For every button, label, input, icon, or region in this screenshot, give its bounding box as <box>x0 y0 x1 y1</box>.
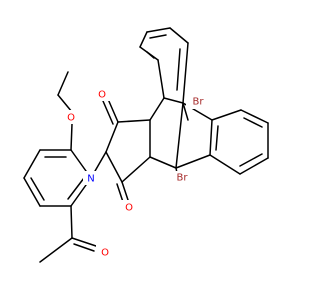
bond <box>176 48 181 91</box>
bond <box>146 27 171 33</box>
bond <box>30 177 45 201</box>
bond <box>23 177 41 207</box>
bond <box>157 59 165 99</box>
acetyl-group <box>39 205 97 263</box>
bond <box>175 154 211 169</box>
bond <box>215 125 219 151</box>
bond <box>175 102 184 169</box>
bond <box>149 156 177 169</box>
bond <box>146 51 155 59</box>
bond <box>70 205 73 239</box>
bond <box>107 98 119 123</box>
atom-label-acetyl-oxygen: O <box>101 248 109 259</box>
atom-label-imide-oxygen-bottom: O <box>125 203 133 214</box>
bond <box>116 183 124 203</box>
bond <box>71 237 97 247</box>
atom-label-ether-oxygen: O <box>67 113 75 124</box>
upper-benzo-ring <box>139 27 189 121</box>
bond <box>102 100 114 125</box>
bond <box>149 97 165 121</box>
atom-label-imide-oxygen-top: O <box>98 90 106 101</box>
bond <box>73 243 95 252</box>
bond <box>70 123 73 151</box>
bond <box>121 181 129 201</box>
bond <box>209 119 213 156</box>
bicyclic-core <box>149 97 213 179</box>
bond <box>182 102 189 121</box>
molecule-diagram: O O O O N Br Br <box>23 27 269 263</box>
bond <box>121 156 151 183</box>
bond <box>139 31 148 48</box>
bond <box>240 109 269 124</box>
structure-svg: O O O O N Br Br <box>23 27 269 263</box>
right-benzo-ring <box>209 109 269 175</box>
bond <box>57 71 69 96</box>
bond <box>239 153 263 167</box>
bond <box>163 97 184 104</box>
bond <box>209 154 241 175</box>
atom-label-bromine-upper: Br <box>193 97 205 108</box>
bond <box>57 94 73 113</box>
bond <box>105 121 119 153</box>
bond <box>23 149 41 179</box>
bond <box>169 27 189 44</box>
atom-label-nitrogen: N <box>87 174 94 185</box>
atom-label-bromine-lower: Br <box>177 173 189 184</box>
bond <box>211 109 242 121</box>
bond <box>105 151 123 183</box>
ethoxy-group <box>57 71 73 151</box>
bond <box>117 119 151 123</box>
imide-ring <box>102 98 151 203</box>
bond <box>149 34 167 39</box>
bond <box>67 177 85 200</box>
atom-labels: O O O O N Br Br <box>62 87 210 259</box>
bond <box>243 117 263 128</box>
bond <box>182 42 189 104</box>
bond <box>239 157 269 175</box>
bond <box>39 237 73 263</box>
